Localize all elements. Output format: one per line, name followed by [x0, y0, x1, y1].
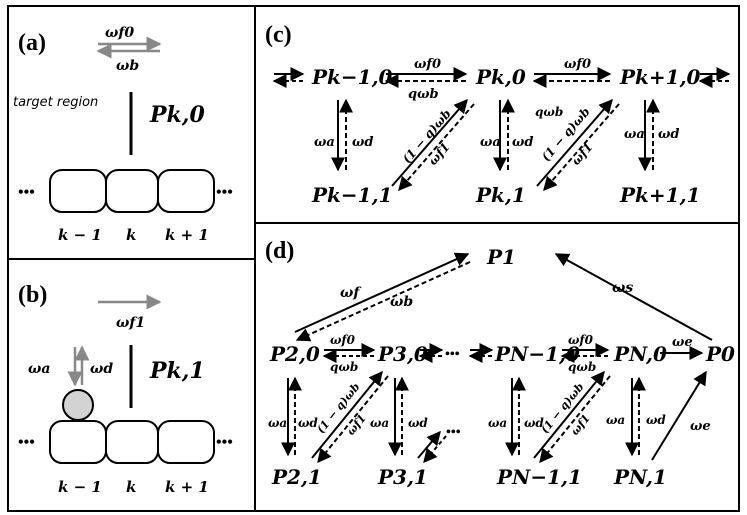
rate-forward-label: ωf1 [116, 315, 145, 331]
cell-middle [105, 420, 159, 464]
chain-dots: ••• [445, 347, 460, 362]
panel-c-label: (c) [265, 22, 292, 48]
cell-left [49, 420, 107, 464]
panel-d: (d) P1 ωf ωb ωs P2,0 P3,0 PN−1,0 PN,0 P0… [265, 238, 735, 489]
state-p31: P3,1 [377, 465, 428, 489]
cell-label-right: k + 1 [165, 226, 209, 244]
cell-label-left: k − 1 [58, 226, 102, 244]
target-region-note: target region [13, 95, 98, 110]
diag-forward-3 [533, 370, 605, 459]
state-p30: P3,0 [377, 342, 428, 366]
state-pn0: PN,0 [613, 342, 667, 366]
state-label: Pk,1 [149, 358, 205, 384]
panel-b: (b) ωf1 ωa ωd Pk,1 ••• ••• k − 1 k k + 1 [18, 282, 233, 496]
rate-detach-3: ωd [658, 127, 679, 142]
ellipsis-left: ••• [18, 434, 35, 451]
panel-b-label: (b) [18, 282, 47, 308]
cell-right [157, 169, 215, 213]
rate-backward-a: qωb [330, 360, 358, 374]
rate-diag-forward-1: ωf1 [344, 412, 368, 438]
rate-backward-d: qωb [568, 360, 596, 374]
rate-detach-3: ωd [524, 416, 544, 430]
rate-s: ωs [612, 280, 633, 296]
state-pn11: PN−1,1 [496, 465, 582, 489]
rate-b: ωb [390, 294, 413, 310]
arrow-b [295, 261, 471, 342]
state-bottom-left: Pk−1,1 [311, 183, 392, 207]
state-p20: P2,0 [269, 342, 320, 366]
rate-detach-2: ωd [512, 135, 533, 150]
diag-backward-2 [423, 435, 447, 464]
rate-detach-1: ωd [352, 135, 373, 150]
rate-attach-3: ωa [488, 416, 507, 430]
rate-e-top: ωe [672, 335, 693, 350]
ellipsis-right: ••• [216, 184, 233, 201]
rate-detach-4: ωd [646, 413, 666, 427]
rate-e-diag: ωe [690, 419, 711, 434]
panel-d-frame [254, 222, 740, 512]
bound-bead [62, 389, 94, 421]
diag-forward-2 [417, 430, 441, 459]
rate-forward-1: ωf0 [414, 57, 441, 72]
state-p1: P1 [486, 245, 516, 269]
cell-right [157, 420, 215, 464]
rate-diag-forward-3: ωf1 [568, 412, 592, 438]
diag-backward-1 [398, 103, 475, 192]
state-bottom-right: Pk+1,1 [619, 183, 700, 207]
ellipsis-right: ••• [216, 434, 233, 451]
cell-middle [105, 169, 159, 213]
panel-d-label: (d) [265, 238, 294, 264]
diag-forward-1 [311, 370, 383, 459]
rate-forward-label: ωf0 [105, 25, 134, 41]
cell-label-left: k − 1 [58, 478, 102, 496]
rate-forward-d: ωf0 [568, 333, 594, 347]
lower-dots: ••• [446, 425, 461, 440]
state-top-right: Pk+1,0 [619, 65, 701, 89]
state-top-left: Pk−1,0 [311, 65, 393, 89]
diag-forward-1 [391, 98, 468, 187]
rate-backward-1: qωb [408, 87, 439, 102]
diag-forward-2 [536, 98, 613, 187]
state-p0: P0 [705, 342, 735, 366]
cell-label-middle: k [126, 478, 136, 496]
rate-detach-2: ωd [408, 416, 428, 430]
ellipsis-left: ••• [18, 184, 35, 201]
arrow-f [294, 252, 470, 333]
rate-attach-2: ωa [480, 135, 501, 150]
rate-detach-1: ωd [298, 416, 318, 430]
panel-a: (a) ωf0 ωb target region Pk,0 ••• ••• k … [13, 25, 233, 244]
panel-a-label: (a) [18, 30, 46, 56]
cell-left [49, 169, 107, 213]
diag-backward-2 [543, 103, 620, 192]
rate-forward-2: ωf0 [564, 57, 591, 72]
diag-backward-1 [317, 375, 389, 464]
diag-backward-3 [539, 375, 611, 464]
rate-forward-a: ωf0 [330, 333, 356, 347]
rate-attach-3: ωa [624, 127, 645, 142]
arrow-e-diag [651, 370, 707, 461]
rate-attach-4: ωa [606, 413, 625, 427]
panel-c: (c) Pk−1,0 Pk,0 Pk+1,0 ωf0 qωb ωf0 ωa ωd… [265, 22, 731, 207]
rate-attach-1: ωa [314, 135, 335, 150]
cell-label-middle: k [126, 226, 136, 244]
state-top-middle: Pk,0 [475, 65, 526, 89]
state-pn1: PN,1 [613, 465, 667, 489]
rate-detach-label: ωd [90, 361, 113, 377]
rate-attach-label: ωa [28, 361, 50, 377]
rate-f: ωf [340, 285, 362, 301]
cell-label-right: k + 1 [165, 478, 209, 496]
rate-backward-label: ωb [116, 58, 139, 74]
state-bottom-middle: Pk,1 [475, 183, 526, 207]
rate-attach-2: ωa [370, 416, 389, 430]
rate-diag-q-1: qωb [535, 105, 563, 119]
state-p21: P2,1 [271, 465, 322, 489]
arrow-s [554, 253, 713, 341]
state-label: Pk,0 [149, 102, 205, 128]
rate-attach-1: ωa [268, 416, 287, 430]
